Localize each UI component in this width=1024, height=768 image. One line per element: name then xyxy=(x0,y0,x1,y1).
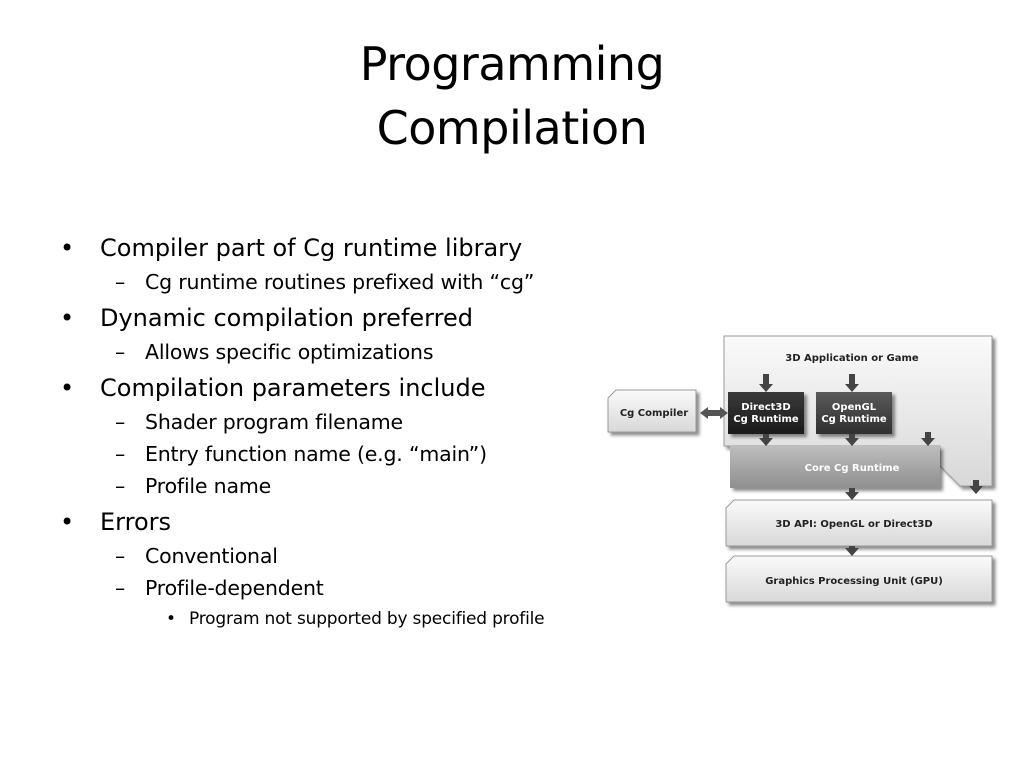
core-runtime-label: Core Cg Runtime xyxy=(805,463,900,474)
sub-bullet-text: Cg runtime routines prefixed with “cg” xyxy=(145,270,535,294)
bullet-item: • Compilation parameters include xyxy=(56,372,616,404)
cg-compiler-box xyxy=(607,389,697,433)
sub-bullet-text: Profile-dependent xyxy=(145,576,324,600)
sub-bullet-item: –Conventional xyxy=(56,542,616,570)
sub-bullet-item: –Cg runtime routines prefixed with “cg” xyxy=(56,268,616,296)
api-label: 3D API: OpenGL or Direct3D xyxy=(775,519,932,530)
bullet-marker: • xyxy=(60,374,75,402)
bullet-list: •Compiler part of Cg runtime library –Cg… xyxy=(56,226,616,631)
arrow-api-gpu xyxy=(845,546,859,556)
bullet-text: Compiler part of Cg runtime library xyxy=(100,234,523,262)
ogl-runtime-box xyxy=(816,392,892,434)
arrow-app-api xyxy=(969,480,983,494)
ogl-label-line1: OpenGL xyxy=(832,402,877,413)
bullet-marker: • xyxy=(166,609,176,629)
sub-bullet-item: –Profile-dependent xyxy=(56,574,616,602)
arrow-ogl-core xyxy=(845,434,859,446)
dash-marker: – xyxy=(115,576,126,600)
dash-marker: – xyxy=(115,410,126,434)
dash-marker: – xyxy=(115,474,126,498)
ogl-label-line2: Cg Runtime xyxy=(821,414,887,425)
bullet-item: • Errors xyxy=(56,506,616,538)
core-runtime-box xyxy=(730,446,940,488)
arrow-core-api xyxy=(845,488,859,500)
sub-bullet-text: Entry function name (e.g. “main”) xyxy=(145,442,487,466)
d3d-label-line2: Cg Runtime xyxy=(733,414,799,425)
bullet-marker: • xyxy=(60,234,75,262)
slide-title: Programming Compilation xyxy=(0,32,1024,160)
arrow-app-ogl xyxy=(845,374,859,392)
title-line-1: Programming xyxy=(359,37,665,91)
gpu-label: Graphics Processing Unit (GPU) xyxy=(765,576,943,587)
dash-marker: – xyxy=(115,340,126,364)
bullet-item: • Compiler part of Cg runtime library xyxy=(56,232,616,264)
bullet-text: Dynamic compilation preferred xyxy=(100,304,473,332)
compiler-arrow xyxy=(700,407,728,419)
flow-arrows xyxy=(759,374,983,556)
bullet-marker: • xyxy=(60,304,75,332)
d3d-runtime-box xyxy=(728,392,804,434)
d3d-label-line1: Direct3D xyxy=(741,402,790,413)
cg-compiler-label: Cg Compiler xyxy=(620,408,688,419)
cg-runtime-diagram: 3D Application or Game Direct3D Cg Runti… xyxy=(604,334,1000,610)
title-line-2: Compilation xyxy=(376,101,648,155)
api-box xyxy=(725,499,993,547)
dash-marker: – xyxy=(115,270,126,294)
sub-bullet-item: –Shader program filename xyxy=(56,408,616,436)
arrow-d3d-core xyxy=(759,434,773,446)
arrow-app-d3d xyxy=(759,374,773,392)
sub-bullet-text: Allows specific optimizations xyxy=(145,340,434,364)
arrow-app-core xyxy=(921,432,935,446)
bullet-item: • Dynamic compilation preferred xyxy=(56,302,616,334)
sub-bullet-text: Shader program filename xyxy=(145,410,403,434)
dash-marker: – xyxy=(115,442,126,466)
bullet-marker: • xyxy=(60,508,75,536)
sub-bullet-item: –Allows specific optimizations xyxy=(56,338,616,366)
sub-sub-bullet-item: • Program not supported by specified prof… xyxy=(56,607,616,631)
sub-bullet-text: Profile name xyxy=(145,474,271,498)
dash-marker: – xyxy=(115,544,126,568)
gpu-box xyxy=(725,555,993,603)
sub-bullet-item: –Profile name xyxy=(56,472,616,500)
sub-bullet-item: –Entry function name (e.g. “main”) xyxy=(56,440,616,468)
sub-sub-bullet-text: Program not supported by specified profi… xyxy=(189,609,545,629)
bullet-text: Errors xyxy=(100,508,172,536)
sub-bullet-text: Conventional xyxy=(145,544,278,568)
app-label: 3D Application or Game xyxy=(785,353,919,364)
bullet-text: Compilation parameters include xyxy=(100,374,486,402)
